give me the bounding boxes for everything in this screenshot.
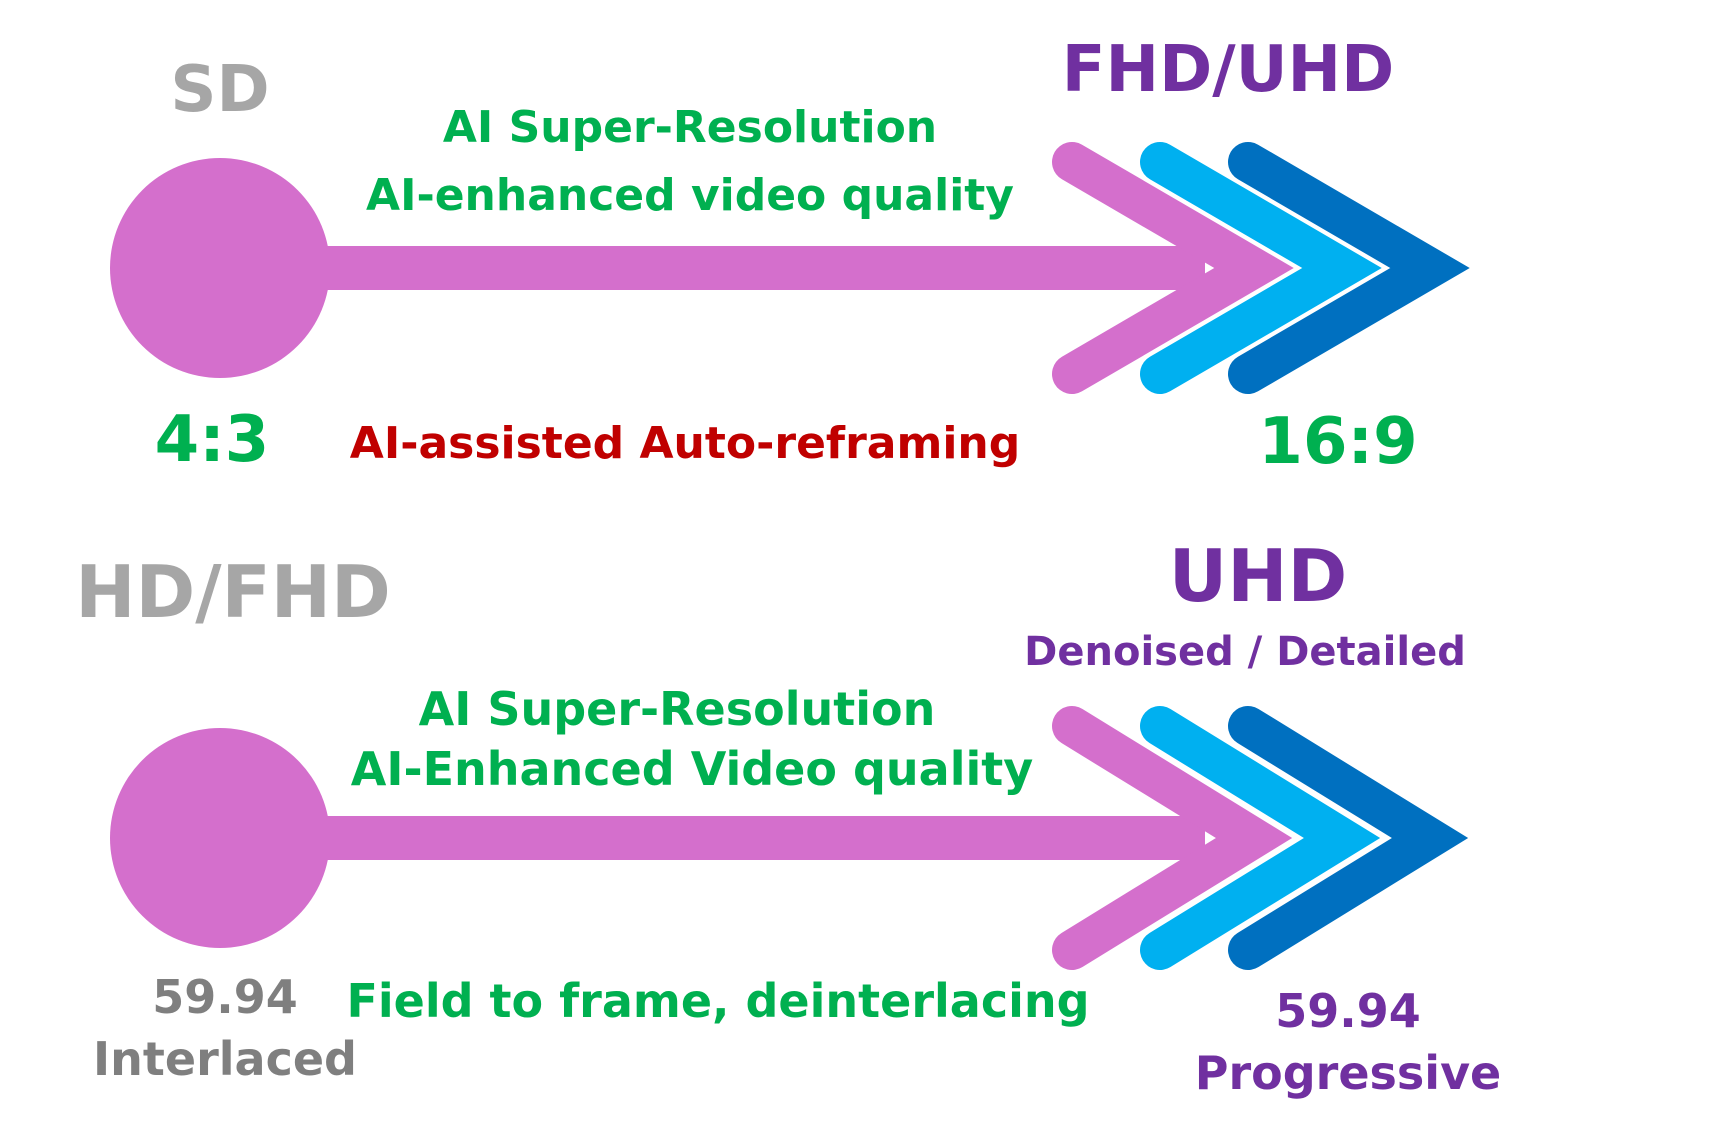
row2-target-sub: Denoised / Detailed: [1024, 629, 1466, 675]
row1-chevron-blue: [1228, 142, 1470, 394]
row1-source-aspect: 4:3: [154, 403, 270, 477]
row1-arrow: [110, 142, 1470, 394]
row2-process-line2: AI-Enhanced Video quality: [350, 742, 1034, 796]
row1-chevron-cyan: [1140, 142, 1382, 394]
row1-chevron-pink: [1052, 142, 1294, 394]
row2-arrow-shaft: [300, 816, 1205, 860]
row2-chevron-blue: [1228, 706, 1469, 970]
row2-arrow: [110, 706, 1469, 970]
row1-target-label: FHD/UHD: [1061, 33, 1395, 107]
row2-target-scan: Progressive: [1194, 1046, 1502, 1100]
row2-process-line1: AI Super-Resolution: [418, 682, 936, 736]
row2-target-rate: 59.94: [1275, 984, 1421, 1038]
row2-chevron-cyan: [1140, 706, 1381, 970]
row2-source-label: HD/FHD: [75, 550, 391, 634]
row1-process-line2: AI-enhanced video quality: [366, 170, 1014, 221]
row1-target-aspect: 16:9: [1258, 405, 1418, 479]
row1-process-line1: AI Super-Resolution: [442, 102, 938, 153]
row2-chevron-pink: [1052, 706, 1293, 970]
row1-source-label: SD: [170, 53, 270, 127]
row1-source-dot: [110, 158, 330, 378]
row2-source-scan: Interlaced: [93, 1032, 357, 1086]
row2-deinterlace-label: Field to frame, deinterlacing: [346, 974, 1090, 1028]
row2-target-label: UHD: [1168, 534, 1348, 618]
row1-arrow-shaft: [300, 246, 1205, 290]
row2-source-rate: 59.94: [152, 970, 298, 1024]
row2-source-dot: [110, 728, 330, 948]
row1-reframing-label: AI-assisted Auto-reframing: [349, 418, 1021, 469]
